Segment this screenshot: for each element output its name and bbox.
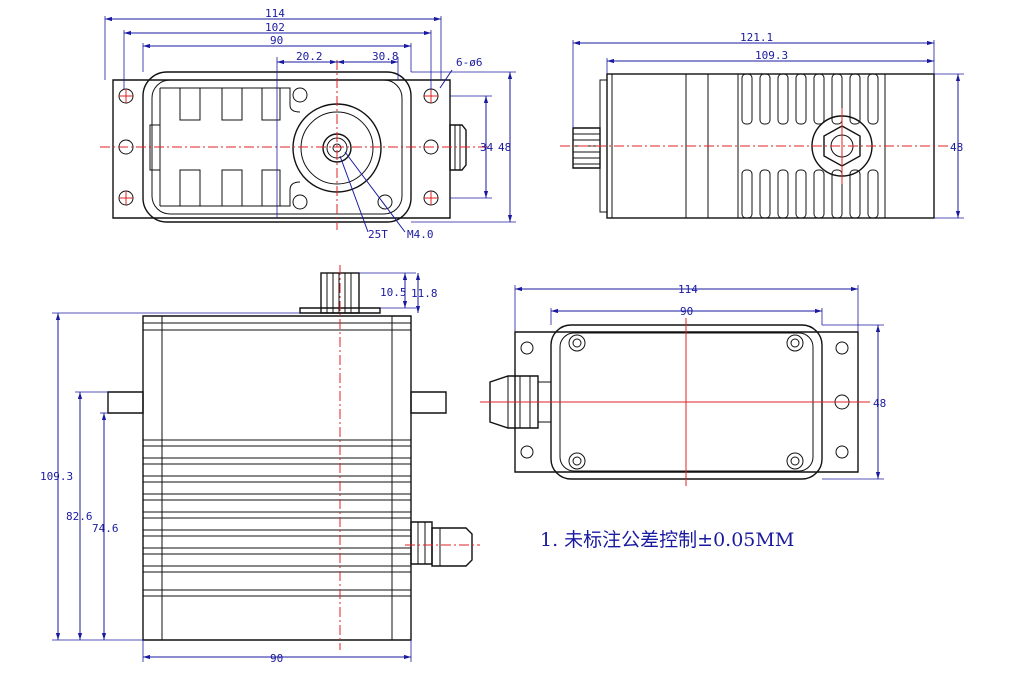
thread-label: M4.0	[407, 228, 434, 241]
side-view: 121.1 109.3 48	[560, 31, 964, 219]
dim-109-3: 109.3	[755, 49, 788, 62]
thread-leader	[344, 151, 406, 233]
cover-screw	[568, 452, 586, 470]
front-cable-gland-nut	[410, 521, 433, 565]
dim-48: 48	[498, 141, 511, 154]
top-flange-outline	[112, 79, 451, 219]
dim-121-1: 121.1	[740, 31, 773, 44]
dim-20-2: 20.2	[296, 50, 323, 63]
dim-74-6: 74.6	[92, 522, 119, 535]
cover-screw	[786, 452, 804, 470]
spline-label: 25T	[368, 228, 388, 241]
top-view: 114 102 90 20.2 30.8 6-ø6 34 48 25T M4.0	[100, 7, 516, 241]
bottom-flange-outline	[514, 331, 859, 473]
bottom-view: 114 90 48	[480, 283, 886, 486]
dim-bottom-48: 48	[873, 397, 886, 410]
front-body-outline	[142, 315, 412, 641]
side-output-spline	[572, 127, 601, 169]
cover-screw	[786, 334, 804, 352]
dim-11-8: 11.8	[411, 287, 438, 300]
dim-102: 102	[265, 21, 285, 34]
cable-gland	[449, 124, 467, 171]
dim-30-8: 30.8	[372, 50, 399, 63]
dim-114: 114	[265, 7, 285, 20]
holes-leader	[439, 69, 453, 89]
front-cable-gland	[431, 527, 473, 567]
dim-front-109-3: 109.3	[40, 470, 73, 483]
dim-34: 34	[480, 141, 494, 154]
dim-side-48: 48	[950, 141, 963, 154]
tolerance-note: 1. 未标注公差控制±0.05MM	[540, 529, 794, 551]
front-flange-ears	[107, 391, 447, 414]
dim-82-6: 82.6	[66, 510, 93, 523]
spline-leader	[339, 155, 369, 233]
cover-screw	[568, 334, 586, 352]
holes-label: 6-ø6	[456, 56, 483, 69]
dim-bottom-114: 114	[678, 283, 698, 296]
dim-90: 90	[270, 34, 283, 47]
dim-10-5: 10.5	[380, 286, 407, 299]
front-view: 10.5 11.8 109.3 82.6 74.6 90	[40, 265, 480, 665]
dim-bottom-90: 90	[680, 305, 693, 318]
dim-front-90: 90	[270, 652, 283, 665]
